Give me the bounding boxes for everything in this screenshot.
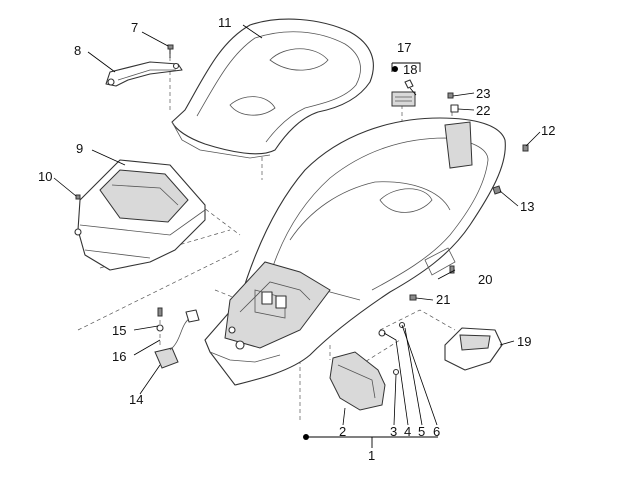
callout-17: 17 bbox=[397, 40, 411, 55]
callout-20: 20 bbox=[478, 272, 492, 287]
switch-part-14 bbox=[154, 309, 200, 369]
screw-part-7 bbox=[167, 44, 174, 58]
callout-16: 16 bbox=[112, 349, 126, 364]
callout-1: 1 bbox=[368, 448, 375, 463]
callout-23: 23 bbox=[476, 86, 490, 101]
fasteners bbox=[156, 92, 529, 376]
callout-5: 5 bbox=[418, 424, 425, 439]
callout-12: 12 bbox=[541, 123, 555, 138]
callout-7: 7 bbox=[131, 20, 138, 35]
callout-labels: 1 2 3 4 5 6 7 8 9 10 11 12 13 14 15 16 1… bbox=[38, 15, 555, 463]
bracket-part-8 bbox=[105, 61, 183, 87]
cover-part-19 bbox=[444, 327, 503, 371]
battery-box-part-9 bbox=[74, 159, 206, 271]
seat-liner-part-11 bbox=[171, 18, 374, 159]
callout-11: 11 bbox=[218, 15, 232, 30]
plate-part-18 bbox=[391, 79, 416, 107]
callout-22: 22 bbox=[476, 103, 490, 118]
callout-10: 10 bbox=[38, 169, 52, 184]
callout-9: 9 bbox=[76, 141, 83, 156]
callout-19: 19 bbox=[517, 334, 531, 349]
leader-lines bbox=[53, 24, 541, 448]
screw-part-10 bbox=[75, 194, 81, 200]
callout-18: 18 bbox=[403, 62, 417, 77]
callout-13: 13 bbox=[520, 199, 534, 214]
helmet-compartment-part-1 bbox=[204, 117, 506, 386]
callout-14: 14 bbox=[129, 392, 143, 407]
cover-part-2 bbox=[329, 351, 386, 411]
callout-21: 21 bbox=[436, 292, 450, 307]
callout-15: 15 bbox=[112, 323, 126, 338]
callout-8: 8 bbox=[74, 43, 81, 58]
callout-2: 2 bbox=[339, 424, 346, 439]
callout-3: 3 bbox=[390, 424, 397, 439]
callout-4: 4 bbox=[404, 424, 411, 439]
callout-6: 6 bbox=[433, 424, 440, 439]
